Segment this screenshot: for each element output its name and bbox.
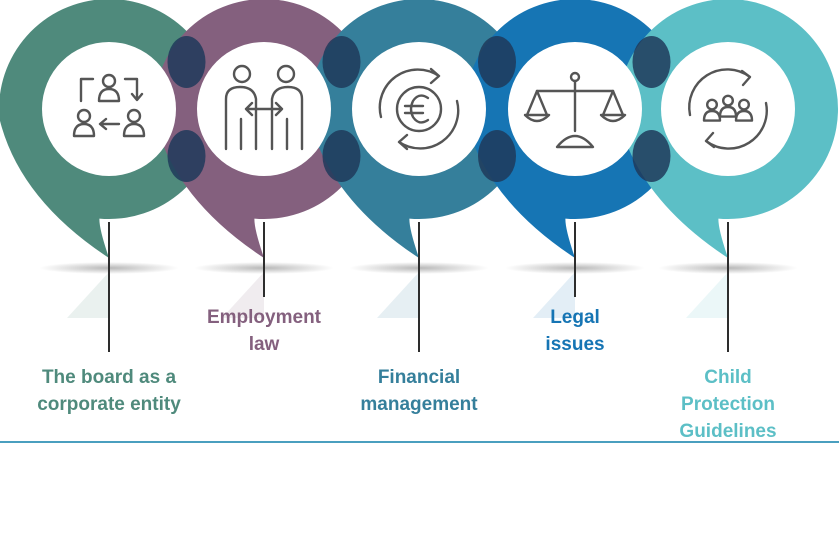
scale-beam xyxy=(535,79,615,133)
reflection-employment xyxy=(222,272,264,318)
arrow-top-left xyxy=(79,77,95,103)
person-head xyxy=(738,98,751,111)
coin-circle xyxy=(395,85,443,133)
person-head xyxy=(126,108,142,124)
reflection-legal xyxy=(533,272,575,318)
euro-sign xyxy=(403,94,430,124)
employment-handshake-icon xyxy=(224,64,304,151)
overlap-top-1 xyxy=(167,36,206,88)
baseline-rule xyxy=(0,441,839,443)
label-board-corporate-entity: The board as a corporate entity xyxy=(37,367,181,415)
label-financial-management: Financial management xyxy=(360,367,478,415)
reflection-board xyxy=(67,272,109,318)
label-employment-law: Employment law xyxy=(206,307,322,355)
arrow-bottom xyxy=(98,117,121,131)
scales-icon xyxy=(523,71,627,149)
overlap-top-4 xyxy=(632,36,671,88)
person-head xyxy=(706,98,719,111)
left-pan xyxy=(523,89,551,123)
person-body xyxy=(718,105,738,118)
center-disc-child-protection xyxy=(661,42,795,176)
center-disc-financial xyxy=(352,42,486,176)
scale-base xyxy=(555,134,595,149)
overlap-top-3 xyxy=(478,36,516,88)
person-body xyxy=(734,109,754,122)
center-disc-board xyxy=(42,42,176,176)
cycle-arrow-bottom xyxy=(704,101,768,150)
cycle-arrow-bottom xyxy=(397,99,460,151)
family-cycle-icon xyxy=(688,68,768,150)
cycle-arrow-top xyxy=(378,67,441,119)
reflection-financial xyxy=(377,272,419,318)
person-body xyxy=(97,87,121,103)
person-head xyxy=(101,73,117,89)
cycle-arrow-top xyxy=(688,68,752,117)
label-legal-issues: Legal issues xyxy=(545,307,605,355)
arrow-top-right xyxy=(123,77,144,102)
euro-cycle-icon xyxy=(378,67,460,151)
reflection-child-protection xyxy=(686,272,728,318)
overlap-bottom-2 xyxy=(322,130,361,182)
exchange-arrow xyxy=(244,101,284,117)
person-head xyxy=(76,108,92,124)
person-body xyxy=(72,122,96,138)
legs xyxy=(239,117,289,151)
right-pan xyxy=(599,89,627,123)
employer-body xyxy=(270,85,304,151)
employer-head xyxy=(276,64,296,84)
employee-body xyxy=(224,85,258,151)
overlap-top-2 xyxy=(322,36,361,88)
employee-head xyxy=(232,64,252,84)
people-swap-icon xyxy=(72,73,146,138)
overlap-bottom-1 xyxy=(167,130,206,182)
person-body xyxy=(122,122,146,138)
label-child-protection: Child Protection Guidelines xyxy=(679,367,777,442)
overlap-bottom-3 xyxy=(478,130,516,182)
overlap-bottom-4 xyxy=(632,130,671,182)
person-head xyxy=(722,94,735,107)
